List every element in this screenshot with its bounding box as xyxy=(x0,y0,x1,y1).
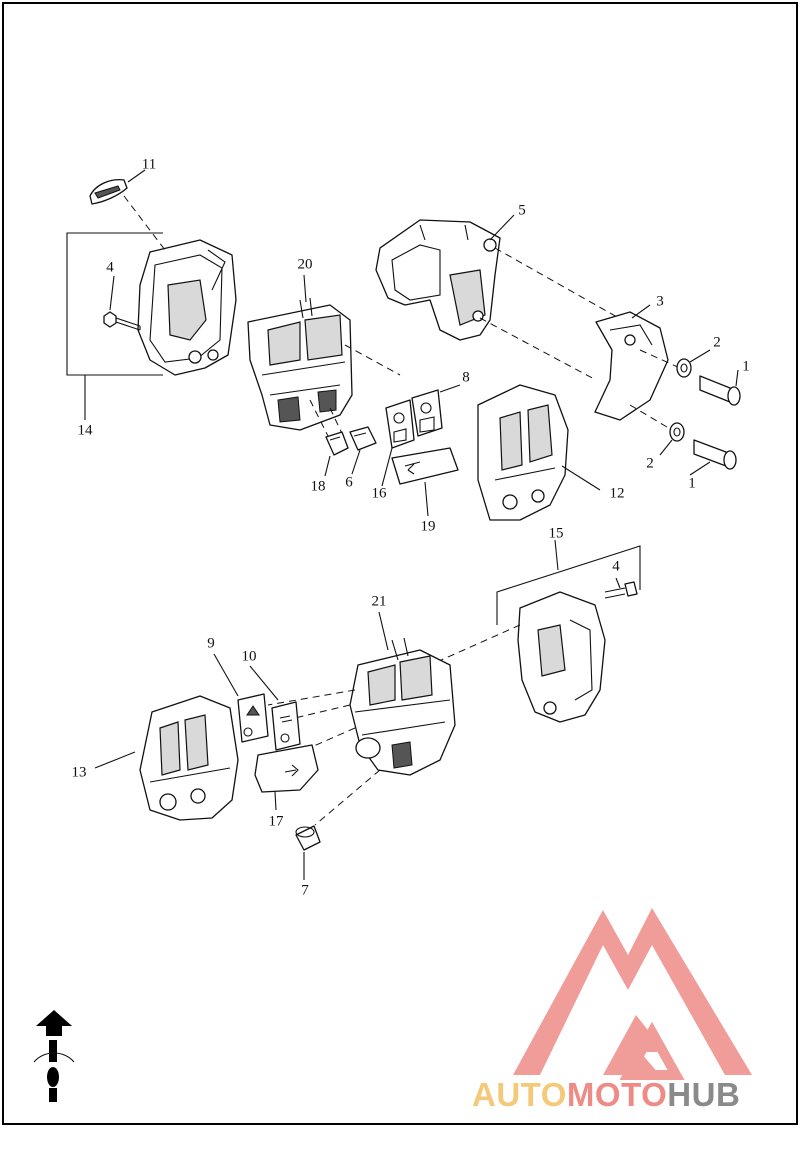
cap-7 xyxy=(295,825,321,851)
callout-17: 17 xyxy=(268,813,284,830)
switch-housing-21 xyxy=(349,637,456,776)
callout-18: 18 xyxy=(310,478,326,495)
callout-19: 19 xyxy=(420,518,436,535)
callout-16: 16 xyxy=(371,485,387,502)
switch-cap-10 xyxy=(271,701,301,751)
callout-6: 6 xyxy=(345,474,353,491)
callout-8: 8 xyxy=(462,369,470,386)
forward-arrow-handlebar-icon xyxy=(33,1010,75,1102)
turn-switch-19 xyxy=(391,447,459,485)
clamp-3 xyxy=(594,311,669,421)
leader-lines xyxy=(94,169,739,880)
cap-11 xyxy=(89,179,128,205)
housing-13 xyxy=(139,695,239,821)
callout-9: 9 xyxy=(207,635,215,652)
screw-4-lower xyxy=(604,581,638,599)
callout-4-lower: 4 xyxy=(612,558,620,575)
callout-20: 20 xyxy=(297,256,313,273)
callout-10: 10 xyxy=(241,648,257,665)
callout-7: 7 xyxy=(301,882,309,899)
callout-14: 14 xyxy=(77,422,93,439)
watermark-hub: HUB xyxy=(667,1076,741,1113)
callout-15: 15 xyxy=(548,525,564,542)
callout-2-upper: 2 xyxy=(713,334,721,351)
callout-21: 21 xyxy=(371,593,387,610)
callout-12: 12 xyxy=(609,485,625,502)
switch-cap-8 xyxy=(411,389,443,437)
callout-2-lower: 2 xyxy=(646,455,654,472)
diagram-frame xyxy=(2,2,798,1125)
cap-18 xyxy=(325,431,349,456)
callout-4-upper: 4 xyxy=(106,259,114,276)
screw-1-upper xyxy=(699,375,741,406)
automotohub-watermark-text: AUTOMOTOHUB xyxy=(472,1078,740,1111)
washer-2-upper xyxy=(676,358,692,378)
turn-switch-17 xyxy=(254,744,319,793)
watermark-auto: AUTO xyxy=(472,1076,567,1113)
callout-11: 11 xyxy=(141,156,157,173)
switch-housing-20 xyxy=(247,297,353,431)
switch-cap-9 xyxy=(237,693,269,743)
callout-1-upper: 1 xyxy=(742,358,750,375)
washer-2-lower xyxy=(669,422,685,442)
callout-1-lower: 1 xyxy=(688,475,696,492)
callout-13: 13 xyxy=(71,764,87,781)
right-housing-lower-15 xyxy=(517,591,606,723)
left-housing-lower xyxy=(137,239,237,376)
automotohub-logo xyxy=(513,908,752,1080)
screw-4-upper xyxy=(103,311,141,331)
screw-1-lower xyxy=(693,439,737,470)
callout-5: 5 xyxy=(518,202,526,219)
lower-housing-12 xyxy=(477,384,569,521)
cap-6 xyxy=(349,426,377,451)
watermark-moto: MOTO xyxy=(566,1076,668,1113)
upper-housing-5 xyxy=(375,219,501,341)
switch-cap-16 xyxy=(385,399,415,449)
callout-3: 3 xyxy=(656,293,664,310)
